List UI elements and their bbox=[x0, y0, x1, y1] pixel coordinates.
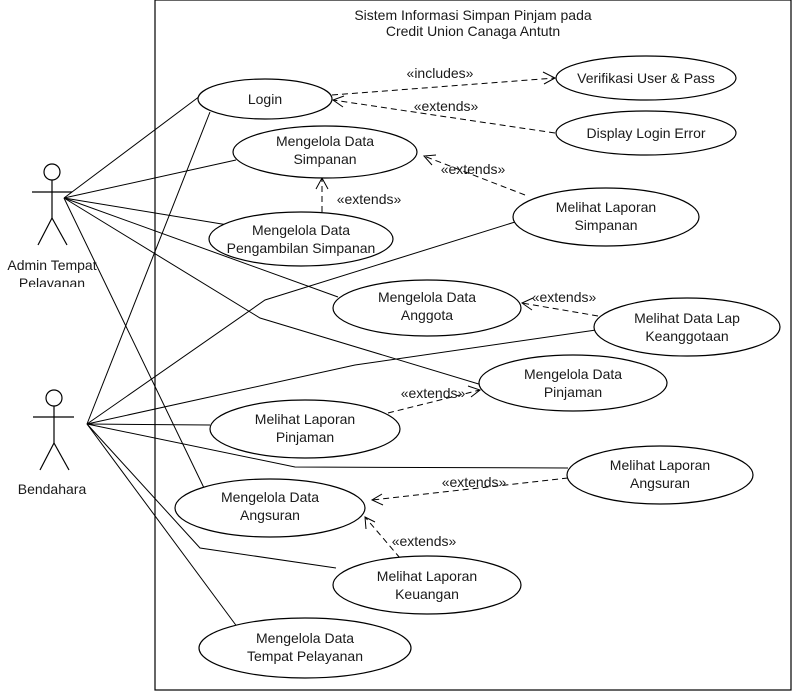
assoc-bendahara-kelola-tempat bbox=[86, 423, 239, 629]
actor-bendahara-leg-left bbox=[39, 442, 55, 471]
label-extends-pengambilan: «extends» bbox=[337, 191, 402, 207]
use-case-verifikasi-label: Verifikasi User & Pass bbox=[577, 70, 715, 86]
dep-lappinjaman-pinjaman bbox=[387, 389, 481, 414]
label-extends-anggota: «extends» bbox=[532, 289, 597, 305]
use-case-kelola-pengambilan-line1: Mengelola Data bbox=[252, 222, 350, 238]
dep-lapanggota-anggota bbox=[521, 302, 599, 317]
actor-admin-label-line2: Pelayanan bbox=[19, 275, 85, 291]
use-case-lap-keuangan-line2: Keuangan bbox=[395, 586, 459, 602]
use-case-lap-simpanan-line2: Simpanan bbox=[574, 217, 637, 233]
use-case-lap-angsuran: Melihat Laporan Angsuran bbox=[566, 445, 754, 505]
actor-admin-head bbox=[43, 163, 61, 181]
use-case-kelola-anggota-line1: Mengelola Data bbox=[378, 289, 476, 305]
use-case-lap-keuangan: Melihat Laporan Keuangan bbox=[332, 555, 522, 615]
actor-bendahara-head bbox=[45, 389, 63, 407]
use-case-lap-pinjaman: Melihat Laporan Pinjaman bbox=[209, 399, 401, 459]
use-case-kelola-anggota: Mengelola Data Anggota bbox=[332, 279, 522, 337]
actor-admin: Admin Tempat Pelayanan bbox=[7, 163, 97, 291]
use-case-kelola-pengambilan-line2: Pengambilan Simpanan bbox=[227, 240, 376, 256]
assoc-admin-kelola-pinjaman bbox=[63, 197, 483, 386]
use-case-kelola-simpanan-line2: Simpanan bbox=[293, 151, 356, 167]
use-case-lap-angsuran-line1: Melihat Laporan bbox=[610, 457, 710, 473]
dep-lapanggota-anggota-arrow bbox=[520, 297, 534, 311]
use-case-kelola-pinjaman: Mengelola Data Pinjaman bbox=[478, 354, 668, 412]
actor-admin-leg-right bbox=[51, 217, 68, 246]
system-title-line2: Credit Union Canaga Antutn bbox=[386, 23, 560, 39]
use-case-kelola-angsuran-line1: Mengelola Data bbox=[221, 489, 319, 505]
use-case-kelola-tempat-line1: Mengelola Data bbox=[256, 630, 354, 646]
use-case-lap-simpanan: Melihat Laporan Simpanan bbox=[512, 187, 700, 247]
use-case-kelola-pengambilan: Mengelola Data Pengambilan Simpanan bbox=[208, 211, 394, 267]
actor-admin-label-clip: Pelayanan bbox=[19, 275, 85, 291]
use-case-kelola-tempat-line2: Tempat Pelayanan bbox=[247, 648, 363, 664]
system-title-line1: Sistem Informasi Simpan Pinjam pada bbox=[354, 7, 592, 23]
dep-error-login-arrow bbox=[331, 95, 345, 108]
label-extends-angsuran: «extends» bbox=[442, 474, 507, 490]
dep-error-login bbox=[332, 99, 556, 134]
use-case-lap-pinjaman-line1: Melihat Laporan bbox=[255, 411, 355, 427]
use-case-display-error-label: Display Login Error bbox=[586, 125, 705, 141]
assoc-bendahara-lap-keuangan bbox=[86, 423, 337, 569]
use-case-lap-simpanan-line1: Melihat Laporan bbox=[556, 199, 656, 215]
actor-bendahara-leg-right bbox=[53, 442, 70, 471]
dep-lapkeuangan-angsuran bbox=[364, 516, 401, 559]
use-case-lap-pinjaman-line2: Pinjaman bbox=[276, 429, 334, 445]
actor-admin-label-line1: Admin Tempat bbox=[7, 257, 96, 273]
assoc-bendahara-lap-keanggotaan bbox=[86, 329, 597, 425]
assoc-admin-kelola-anggota bbox=[63, 197, 339, 298]
dep-lappinjaman-pinjaman-arrow bbox=[467, 385, 482, 398]
use-case-lap-keanggotaan: Melihat Data Lap Keanggotaan bbox=[593, 297, 781, 357]
dep-lapangsuran-angsuran bbox=[371, 477, 569, 501]
assoc-bendahara-lap-angsuran bbox=[86, 423, 569, 469]
dep-lapkeuangan-angsuran-arrow bbox=[364, 516, 376, 530]
use-case-verifikasi: Verifikasi User & Pass bbox=[555, 55, 737, 101]
use-case-kelola-pinjaman-line2: Pinjaman bbox=[544, 384, 602, 400]
dep-lapsimpanan-simpanan bbox=[423, 155, 526, 196]
use-case-kelola-angsuran: Mengelola Data Angsuran bbox=[174, 478, 366, 538]
admin-associations bbox=[63, 89, 483, 491]
use-case-kelola-simpanan-line1: Mengelola Data bbox=[276, 133, 374, 149]
actor-admin-leg-left bbox=[37, 217, 53, 246]
assoc-bendahara-login bbox=[86, 111, 211, 425]
dep-lapsimpanan-simpanan-arrow bbox=[422, 154, 437, 166]
use-case-login: Login bbox=[197, 78, 333, 120]
use-case-kelola-anggota-line2: Anggota bbox=[401, 307, 453, 323]
use-case-lap-angsuran-line2: Angsuran bbox=[630, 475, 690, 491]
use-case-lap-keanggotaan-line1: Melihat Data Lap bbox=[634, 310, 740, 326]
use-case-login-label: Login bbox=[248, 91, 282, 107]
dependencies bbox=[315, 71, 599, 559]
label-includes: «includes» bbox=[407, 65, 474, 81]
dep-login-verifikasi-arrow bbox=[542, 71, 557, 85]
dep-lapangsuran-angsuran-arrow bbox=[370, 493, 384, 506]
actor-bendahara: Bendahara bbox=[18, 389, 87, 497]
assoc-admin-login bbox=[63, 89, 209, 199]
dependency-labels: «includes» «extends» «extends» «extends»… bbox=[337, 65, 597, 549]
use-case-kelola-pinjaman-line1: Mengelola Data bbox=[524, 366, 622, 382]
actor-bendahara-label: Bendahara bbox=[18, 481, 87, 497]
use-case-kelola-simpanan: Mengelola Data Simpanan bbox=[232, 125, 418, 179]
dep-login-verifikasi bbox=[331, 77, 556, 96]
use-case-kelola-tempat: Mengelola Data Tempat Pelayanan bbox=[198, 617, 412, 679]
assoc-bendahara-lap-pinjaman bbox=[86, 423, 211, 426]
use-case-kelola-angsuran-line2: Angsuran bbox=[240, 507, 300, 523]
use-case-display-error: Display Login Error bbox=[555, 110, 737, 156]
use-case-lap-keanggotaan-line2: Keanggotaan bbox=[645, 328, 728, 344]
bendahara-associations bbox=[86, 111, 597, 629]
label-extends-lapsimpanan: «extends» bbox=[441, 161, 506, 177]
label-extends-keuangan: «extends» bbox=[392, 533, 457, 549]
label-extends-pinjaman: «extends» bbox=[401, 385, 466, 401]
assoc-admin-kelola-angsuran bbox=[63, 197, 206, 491]
assoc-admin-kelola-pengambilan bbox=[63, 197, 235, 227]
label-extends-error: «extends» bbox=[414, 98, 479, 114]
assoc-bendahara-lap-simpanan bbox=[86, 221, 516, 425]
assoc-admin-kelola-simpanan bbox=[63, 159, 237, 199]
use-case-lap-keuangan-line1: Melihat Laporan bbox=[377, 568, 477, 584]
